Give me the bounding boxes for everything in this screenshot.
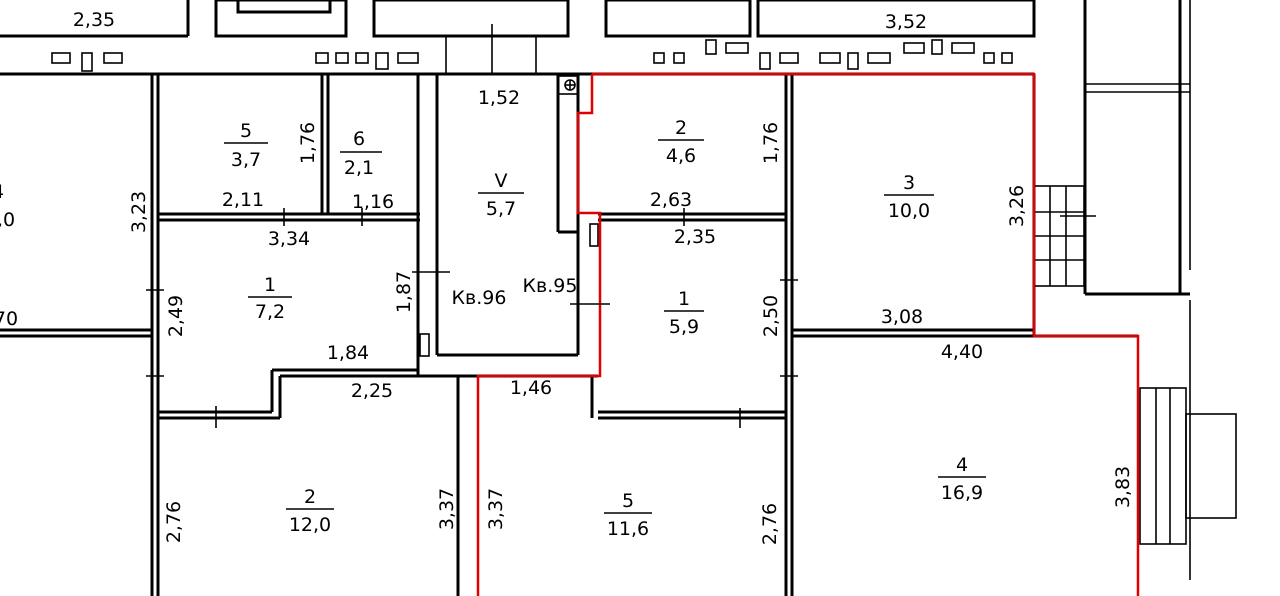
- dimension-label: 1,76: [760, 122, 782, 164]
- dimension-label: 1,16: [352, 191, 394, 213]
- room-area: 16,9: [941, 482, 983, 504]
- dimension-label: 2,50: [760, 295, 782, 337]
- dimension-label: 2,49: [165, 295, 187, 337]
- stairs-lower: [1139, 387, 1237, 545]
- room-number: 1: [264, 274, 276, 296]
- dimension-label: 70: [0, 308, 18, 330]
- shaft-label-kv96: Кв.96: [452, 287, 507, 309]
- room-number: 5: [240, 120, 252, 142]
- dimension-label: 2,35: [73, 9, 115, 31]
- dimension-label: 2,76: [163, 501, 185, 543]
- dimension-label: 3,37: [436, 488, 458, 530]
- dimension-label: 3,26: [1006, 185, 1028, 227]
- dimension-label: 3,83: [1112, 466, 1134, 508]
- dimension-label: 2,35: [674, 226, 716, 248]
- room-number: 2: [675, 117, 687, 139]
- room-number: V: [495, 170, 508, 192]
- room-area: 12,0: [289, 514, 331, 536]
- dimension-label: 2,11: [222, 189, 264, 211]
- room-number: 4: [956, 454, 968, 476]
- room-number: 1: [678, 288, 690, 310]
- room-area: 2,1: [344, 157, 374, 179]
- room-area: 5,7: [486, 198, 516, 220]
- room-number: 3: [903, 172, 915, 194]
- dimension-label: 1,84: [327, 342, 369, 364]
- stairs-upper: [1033, 185, 1096, 287]
- room-area: 4,6: [666, 145, 696, 167]
- opening-marks: [51, 39, 1013, 428]
- shaft-label-kv95: Кв.95: [523, 275, 578, 297]
- dimension-label: 3,52: [885, 11, 927, 33]
- dimension-label: 1,87: [393, 271, 415, 313]
- room-number: 6: [353, 128, 365, 150]
- dimension-labels: 2,35 3,52 1,52 2,11 1,16 2,63 3,34 2,35 …: [0, 9, 1134, 545]
- room-number: 2: [304, 486, 316, 508]
- dimension-label: 1,52: [478, 87, 520, 109]
- room-number: 5: [622, 490, 634, 512]
- dimension-label: 1,76: [297, 122, 319, 164]
- room-area: 10,0: [888, 200, 930, 222]
- room-area: 3,7: [231, 149, 261, 171]
- dimension-label: 1,46: [510, 377, 552, 399]
- highlight-boundary: [476, 72, 1140, 596]
- room-number: 4: [0, 181, 4, 203]
- dimension-label: 2,25: [351, 380, 393, 402]
- dimension-label: 3,34: [268, 228, 310, 250]
- dimension-label: 2,76: [759, 503, 781, 545]
- room-area: 11,6: [607, 518, 649, 540]
- dimension-label: 3,23: [128, 191, 150, 233]
- dimension-label: 3,08: [881, 306, 923, 328]
- room-area: ,0: [0, 209, 15, 231]
- dimension-label: 2,63: [650, 189, 692, 211]
- shaft-labels: Кв.96 Кв.95: [452, 275, 578, 309]
- room-area: 5,9: [669, 316, 699, 338]
- room-area: 7,2: [255, 301, 285, 323]
- dimension-label: 3,37: [485, 488, 507, 530]
- dimension-label: 4,40: [941, 341, 983, 363]
- room-labels: 4 ,0 5 3,7 6 2,1 V 5,7 2 4,6 3 10,0 1 7,…: [0, 117, 986, 540]
